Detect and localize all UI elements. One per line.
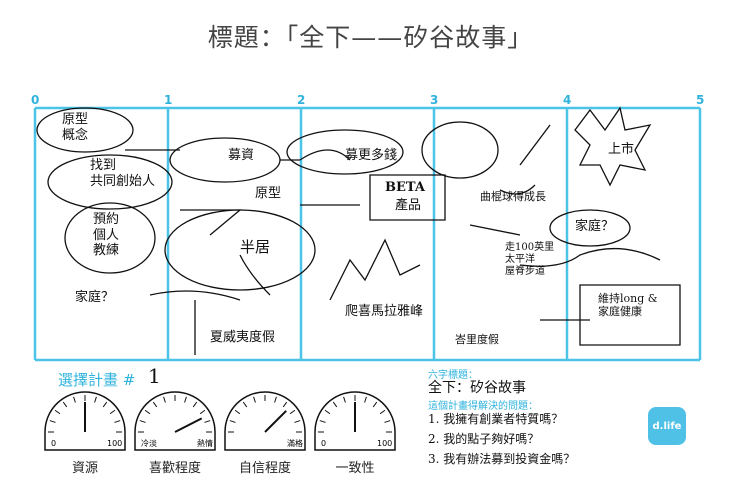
gauge-tick [204, 420, 211, 423]
gauge-tick [253, 396, 256, 403]
gauge-1: 冷淡 熱情 [134, 391, 216, 451]
tick-4: 4 [563, 93, 572, 107]
plan-label: 選擇計畫 # [58, 371, 136, 389]
gauge-label-resources: 資源 [71, 461, 98, 476]
gauge-tick [49, 420, 56, 423]
note-product: 產品 [395, 198, 422, 213]
gauge-tick [242, 401, 248, 408]
gauge-tick [94, 396, 97, 403]
gauge-tick [324, 409, 331, 415]
gauge-tick [144, 409, 151, 415]
note-find-founders: 找到 共同創始人 [90, 158, 156, 189]
gauge-tick [372, 401, 378, 408]
gauge-tick [62, 401, 68, 408]
note-bali: 峇里度假 [455, 333, 499, 346]
gauge-tick [192, 401, 198, 408]
note-climb: 爬喜馬拉雅峰 [345, 304, 424, 319]
note-beta: BETA [385, 180, 425, 195]
gauge-tick [289, 409, 296, 415]
questions-label: 這個計畫得解決的問題： [428, 401, 538, 412]
gauge-max-label: 熱情 [197, 438, 213, 448]
gauge-tick [73, 396, 76, 403]
tick-2: 2 [297, 93, 306, 107]
question-3: 3. 我有辦法募到投資金嗎？ [428, 452, 576, 466]
gauge-0: 0 100 [44, 391, 126, 451]
gauge-min-label: 0 [51, 439, 56, 448]
gauge-tick [282, 401, 288, 408]
note-tournament: 曲棍球得成長 [480, 190, 546, 203]
note-concept: 原型 概念 [62, 112, 89, 143]
gauge-tick [184, 396, 187, 403]
gauge-tick [274, 396, 277, 403]
gauge-label-confidence: 自信程度 [238, 461, 291, 476]
gauge-tick [343, 396, 346, 403]
gauge-min-label: 0 [321, 439, 326, 448]
note-family-1: 家庭？ [75, 290, 115, 305]
tick-0: 0 [31, 93, 40, 107]
gauge-tick [102, 401, 108, 408]
question-1: 1. 我擁有創業者特質嗎？ [428, 412, 564, 426]
note-prototype: 原型 [255, 186, 282, 201]
plan-number: 1 [148, 364, 161, 388]
gauge-needle [174, 417, 203, 433]
six-word-label: 六字標題： [428, 370, 478, 381]
gauge-tick [229, 420, 236, 423]
dlife-logo: d.life [648, 407, 686, 445]
six-word-text: 全下：矽谷故事 [428, 380, 526, 396]
gauge-tick [163, 396, 166, 403]
gauge-max-label: 滿格 [287, 438, 303, 448]
gauge-tick [319, 420, 326, 423]
gauge-3: 0 100 [314, 391, 396, 451]
gauge-tick [54, 409, 61, 415]
gauge-face [134, 391, 216, 451]
gauge-tick [199, 409, 206, 415]
note-maintain: 維持long & 家庭健康 [598, 292, 658, 319]
gauge-max-label: 100 [377, 439, 392, 448]
gauge-max-label: 100 [107, 439, 122, 448]
gauge-tick [152, 401, 158, 408]
gauge-tick [114, 420, 121, 423]
gauge-label-liking: 喜歡程度 [148, 461, 201, 476]
gauge-tick [234, 409, 241, 415]
gauge-needle [264, 410, 287, 433]
note-summer-vacation: 夏威夷度假 [210, 330, 276, 345]
gauge-tick [109, 409, 116, 415]
note-dating: 預約 個人 教練 [93, 212, 120, 259]
gauge-min-label: 冷淡 [141, 438, 157, 448]
note-ipo: 上市 [608, 142, 635, 157]
gauge-tick [139, 420, 146, 423]
note-halfway: 半居 [240, 238, 271, 256]
gauge-2: 滿格 [224, 391, 306, 451]
note-family-2: 家庭？ [575, 219, 615, 234]
gauge-face [224, 391, 306, 451]
gauge-tick [332, 401, 338, 408]
gauge-tick [384, 420, 391, 423]
gauge-label-consistency: 一致性 [335, 461, 375, 476]
note-raise-seed: 募資 [228, 148, 255, 163]
tick-3: 3 [430, 93, 439, 107]
tick-1: 1 [164, 93, 173, 107]
question-2: 2. 我的點子夠好嗎？ [428, 432, 540, 446]
gauge-tick [379, 409, 386, 415]
gauge-tick [294, 420, 301, 423]
page-title: 標題：「全下——矽谷故事」 [207, 23, 534, 52]
tick-5: 5 [696, 93, 705, 107]
gauge-tick [364, 396, 367, 403]
note-walk: 走100英里 太平洋 屋脊步道 [505, 242, 555, 277]
note-raise-more: 募更多錢 [345, 148, 398, 163]
